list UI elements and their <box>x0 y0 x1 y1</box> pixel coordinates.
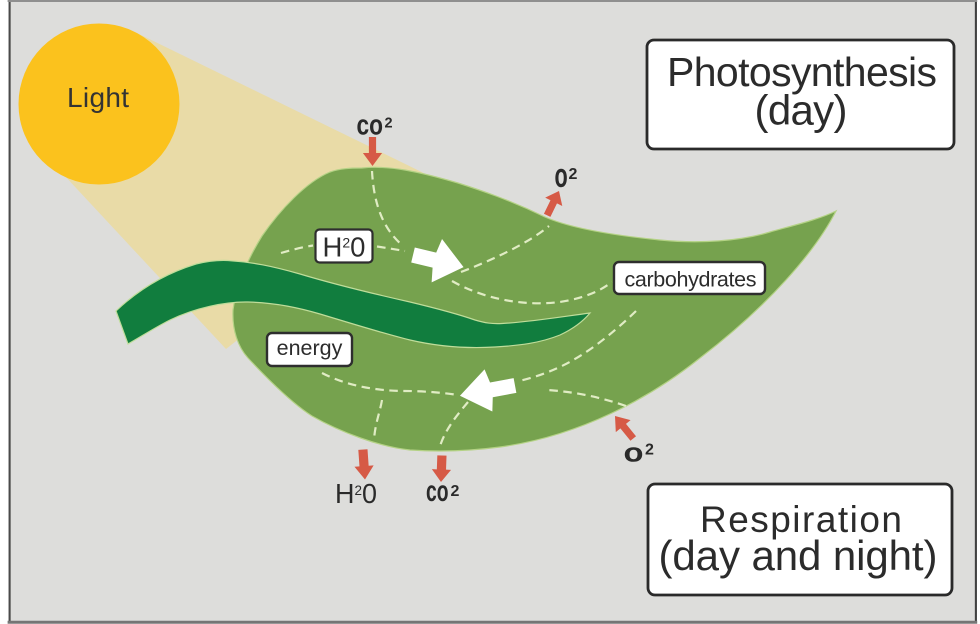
svg-text:(day and night): (day and night) <box>659 532 938 579</box>
svg-text:co: co <box>426 475 449 508</box>
svg-text:Light: Light <box>67 82 129 113</box>
svg-text:o: o <box>624 438 644 468</box>
svg-text:carbohydrates: carbohydrates <box>625 268 757 292</box>
svg-text:2: 2 <box>385 116 393 132</box>
svg-text:(day): (day) <box>755 87 848 134</box>
svg-text:2: 2 <box>645 442 654 459</box>
svg-text:2: 2 <box>451 483 460 500</box>
svg-text:o: o <box>555 157 568 195</box>
svg-text:H20: H20 <box>323 232 366 263</box>
svg-text:Photosynthesis: Photosynthesis <box>667 49 937 95</box>
svg-text:energy: energy <box>277 336 343 360</box>
svg-text:2: 2 <box>569 166 578 183</box>
svg-text:co: co <box>357 110 384 142</box>
